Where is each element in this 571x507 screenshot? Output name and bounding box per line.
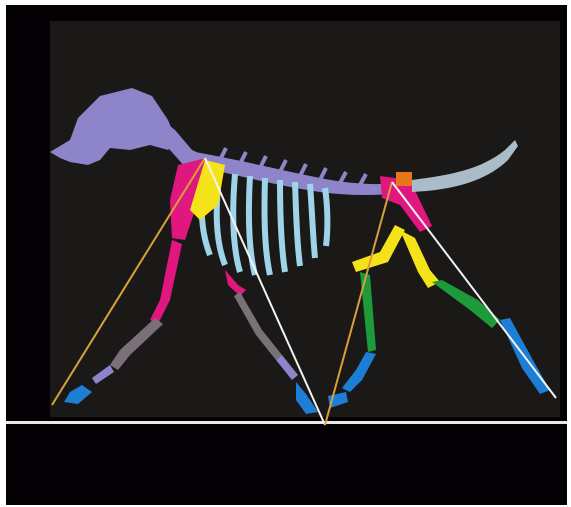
hind-paws — [328, 318, 550, 408]
gait-guide-lines — [52, 158, 556, 425]
orange-guide-line-front — [52, 158, 205, 405]
sacrum-patch — [396, 172, 412, 186]
orange-guide-line-hind — [325, 182, 392, 425]
white-guide-line-hind — [392, 182, 556, 398]
foreleg-near — [64, 240, 182, 404]
tail — [412, 140, 518, 192]
foreleg-far — [225, 270, 318, 414]
